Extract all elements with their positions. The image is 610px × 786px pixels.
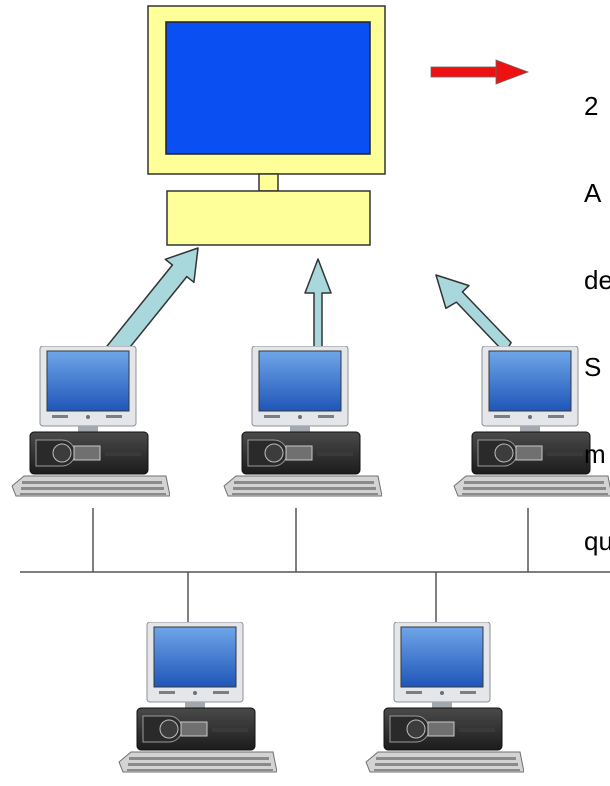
- caption-text: 2 A de S m qu: [584, 34, 610, 585]
- desktop-computer-icon: [11, 346, 170, 497]
- upload-arrows: [95, 247, 512, 372]
- desktop-computer-icon: [223, 346, 382, 497]
- network-bus: [20, 508, 610, 622]
- red-arrow-icon: [430, 59, 530, 85]
- caption-line: m: [584, 439, 606, 469]
- monitor-neck: [258, 173, 279, 192]
- caption-line: qu: [584, 526, 610, 556]
- server-computer: [147, 5, 386, 246]
- desktop-computer-icon: [365, 622, 524, 773]
- desktop-computer-icon: [118, 622, 277, 773]
- caption-line: de: [584, 265, 610, 295]
- arrow-icon: [435, 274, 512, 354]
- server-base: [166, 190, 371, 246]
- arrow-icon: [95, 247, 199, 372]
- workstations: [11, 346, 610, 773]
- monitor-screen: [165, 21, 371, 155]
- caption-line: S: [584, 352, 602, 382]
- caption-line: 2: [584, 91, 599, 121]
- caption-line: A: [584, 178, 602, 208]
- arrow-icon: [304, 258, 332, 352]
